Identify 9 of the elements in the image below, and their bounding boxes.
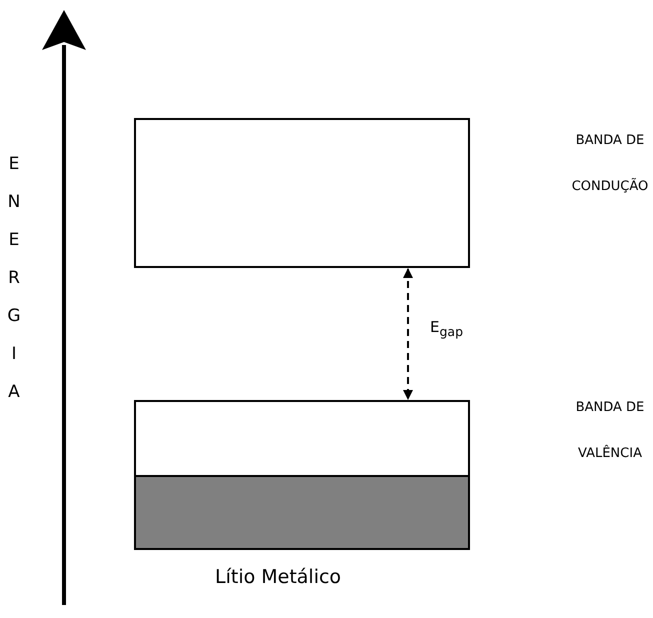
band-label: BANDA DE CONDUÇÃO	[570, 132, 650, 196]
energy-band-box	[134, 118, 470, 268]
double-arrow	[403, 268, 413, 400]
energy-band-box	[134, 400, 470, 550]
axis-label: ENERGIA	[6, 153, 22, 404]
filled-band-region	[136, 475, 468, 548]
band-label: BANDA DE VALÊNCIA	[574, 399, 646, 463]
caption: Lítio Metálico	[215, 566, 342, 588]
edge-label: E$_{gap}$	[430, 318, 464, 339]
